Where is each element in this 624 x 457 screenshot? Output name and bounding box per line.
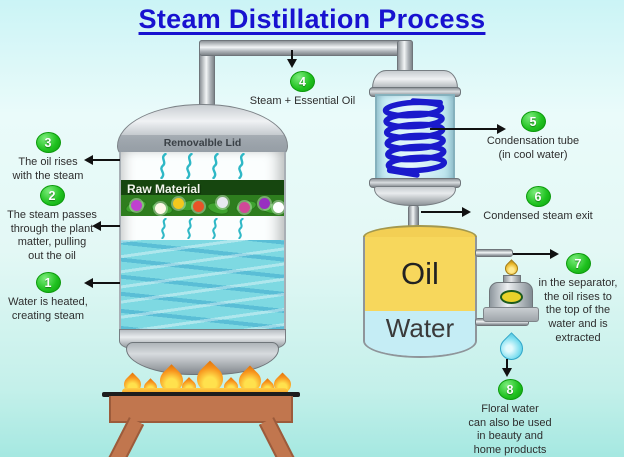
flower-icon — [193, 201, 204, 212]
water-label: Water — [385, 313, 455, 343]
separator-oil-layer: Oil — [365, 237, 475, 311]
condenser-bottom-cap — [374, 186, 456, 206]
still-vessel: Raw Material — [119, 152, 286, 330]
steam-squiggle-icon — [160, 153, 167, 179]
steam-squiggle-icon — [238, 217, 244, 239]
flower-icon — [131, 200, 142, 211]
bottle-label — [500, 290, 523, 304]
pipe-oil-outlet — [475, 249, 513, 257]
arrow-to-step-7-icon — [513, 249, 559, 259]
stand-tray — [109, 396, 293, 423]
step-4-badge: 4 — [290, 71, 315, 92]
step-1-callout: 1 Water is heated, creating steam — [0, 272, 96, 323]
step-3-badge: 3 — [35, 132, 61, 153]
step-7-callout: 7 in the separator, the oil rises to the… — [526, 253, 624, 345]
arrow-to-step-3-icon — [84, 155, 120, 165]
flower-icon — [259, 198, 270, 209]
steam-squiggle-icon — [238, 153, 245, 179]
page-title: Steam Distillation Process — [138, 4, 486, 34]
arrow-to-step-6-icon — [421, 207, 471, 217]
flower-icon — [239, 202, 250, 213]
stand-tray-edge — [102, 392, 300, 397]
removable-lid: Removalble Lid — [117, 104, 288, 156]
step-1-label: Water is heated, creating steam — [8, 296, 88, 322]
step-2-callout: 2 The steam passes through the plant mat… — [0, 185, 104, 264]
steam-zone-upper — [121, 152, 284, 180]
condenser-coil-icon — [382, 98, 448, 178]
step-5-callout: 5 Condensation tube (in cool water) — [478, 111, 588, 162]
step-3-callout: 3 The oil rises with the steam — [0, 132, 96, 183]
step-6-label: Condensed steam exit — [483, 210, 593, 222]
step-5-label: Condensation tube (in cool water) — [486, 135, 580, 161]
stand-leg-right — [258, 417, 295, 457]
steam-zone-lower — [121, 216, 284, 240]
flower-icon — [173, 198, 184, 209]
stand-leg-left — [108, 417, 145, 457]
step-2-label: The steam passes through the plant matte… — [7, 209, 97, 262]
fire-flames — [118, 350, 295, 398]
step-6-callout: 6 Condensed steam exit — [468, 186, 608, 224]
step-7-badge: 7 — [565, 253, 591, 274]
step-1-badge: 1 — [35, 272, 61, 293]
step-8-badge: 8 — [497, 379, 523, 400]
arrow-to-step-8-icon — [502, 359, 512, 377]
separator-vessel: Oil Water — [363, 237, 477, 358]
arrow-to-step-4-icon — [287, 50, 297, 68]
raw-material-label: Raw Material — [127, 182, 201, 196]
step-3-label: The oil rises with the steam — [12, 156, 84, 182]
flower-icon — [217, 197, 228, 208]
pipe-top-horizontal — [199, 40, 413, 56]
flower-icon — [273, 202, 284, 213]
step-7-label: in the separator, the oil rises to the t… — [538, 277, 618, 344]
steam-squiggle-icon — [186, 153, 193, 179]
step-5-badge: 5 — [520, 111, 546, 132]
arrow-to-step-2-icon — [92, 221, 120, 231]
oil-label: Oil — [401, 256, 439, 291]
steam-squiggle-icon — [186, 217, 193, 239]
raw-material-band: Raw Material — [121, 180, 284, 216]
steam-squiggle-icon — [161, 217, 167, 239]
separator-water-layer: Water — [365, 311, 475, 356]
step-4-label: Steam + Essential Oil — [249, 95, 356, 107]
step-8-callout: 8 Floral water can also be used in beaut… — [454, 379, 566, 457]
removable-lid-label: Removalble Lid — [118, 135, 287, 152]
still-water — [121, 240, 284, 330]
flower-icon — [155, 203, 166, 214]
arrow-to-step-5-icon — [430, 124, 506, 134]
bottle-base — [483, 307, 539, 322]
step-2-badge: 2 — [39, 185, 65, 206]
step-8-label: Floral water can also be used in beauty … — [468, 403, 552, 456]
steam-squiggle-icon — [212, 153, 219, 179]
step-4-callout: 4 Steam + Essential Oil — [235, 71, 370, 109]
water-drop-icon — [495, 332, 528, 365]
arrow-to-step-1-icon — [84, 278, 120, 288]
steam-squiggle-icon — [212, 217, 219, 239]
step-6-badge: 6 — [525, 186, 551, 207]
